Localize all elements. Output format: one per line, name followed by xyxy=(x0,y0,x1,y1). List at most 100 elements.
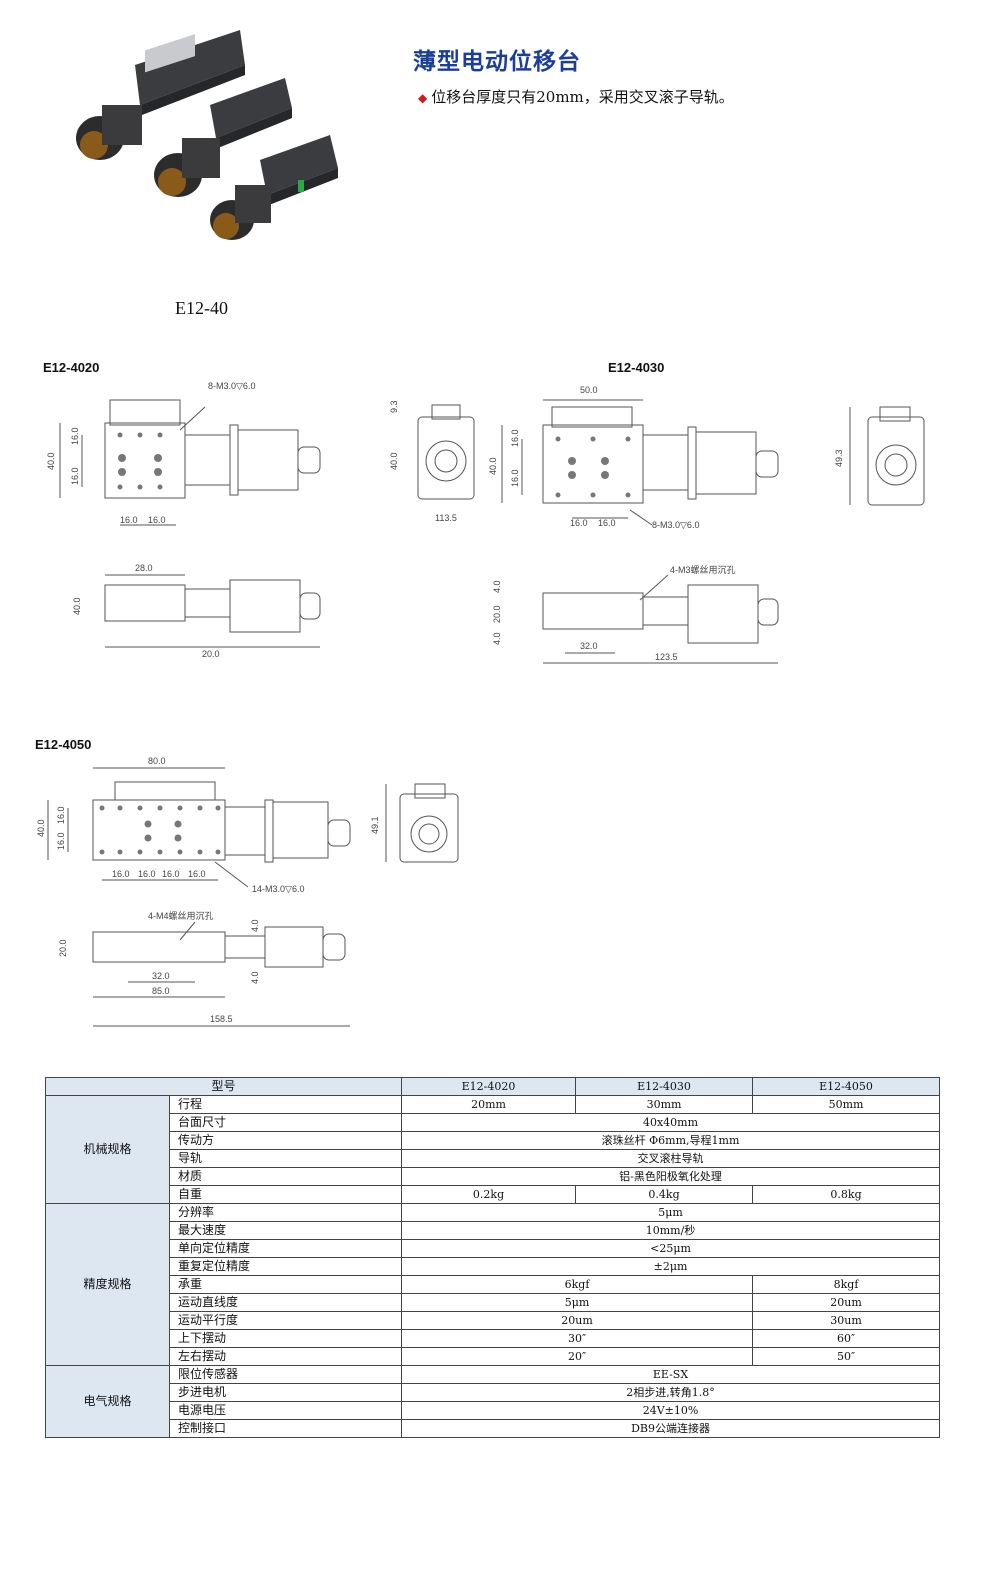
row-label: 运动直线度 xyxy=(168,1293,403,1312)
dim-4050-85: 85.0 xyxy=(152,986,170,996)
row-label: 传动方 xyxy=(168,1131,403,1150)
drawing-e12-4020: 8-M3.0▽6.0 16.0 40.0 16.0 16.0 16.0 28.0… xyxy=(46,381,475,659)
group-label: 精度规格 xyxy=(45,1203,170,1366)
dim-4020-len: 20.0 xyxy=(202,649,220,659)
dim-4050-s20: 20.0 xyxy=(58,939,68,957)
row-value: 20um xyxy=(401,1311,754,1330)
product-image xyxy=(76,30,338,240)
dim-4030-v16a: 16.0 xyxy=(510,429,520,447)
row-value: 30″ xyxy=(401,1329,754,1348)
dim-4050-h16c: 16.0 xyxy=(162,869,180,879)
dim-4030-counterbore: 4-M3螺丝用沉孔 xyxy=(670,564,736,575)
row-label: 电源电压 xyxy=(168,1401,403,1420)
row-value: 24V±10% xyxy=(401,1401,941,1420)
dim-4050-s4b: 4.0 xyxy=(250,971,260,984)
page-title: 薄型电动位移台 xyxy=(413,48,581,75)
table-row: 单向定位精度<25μm xyxy=(46,1239,941,1258)
row-value: <25μm xyxy=(401,1239,941,1258)
row-label: 导轨 xyxy=(168,1149,403,1168)
row-label: 分辨率 xyxy=(168,1203,403,1222)
dim-4030-h16b: 16.0 xyxy=(598,518,616,528)
dim-4050-s4a: 4.0 xyxy=(250,919,260,932)
row-value: 30um xyxy=(752,1311,941,1330)
row-value: 0.8kg xyxy=(752,1185,941,1204)
group-label: 电气规格 xyxy=(45,1365,170,1438)
row-label: 控制接口 xyxy=(168,1419,403,1438)
row-label: 承重 xyxy=(168,1275,403,1294)
row-label: 台面尺寸 xyxy=(168,1113,403,1132)
row-label: 上下摆动 xyxy=(168,1329,403,1348)
dim-4030-s4b: 4.0 xyxy=(492,632,502,645)
dim-4030-len: 123.5 xyxy=(655,652,678,662)
row-value: 50mm xyxy=(752,1095,941,1114)
dim-4050-491: 49.1 xyxy=(370,816,380,834)
dim-4020-v16a: 16.0 xyxy=(70,427,80,445)
dim-4030-s20: 20.0 xyxy=(492,605,502,623)
row-label: 材质 xyxy=(168,1167,403,1186)
dim-4050-counterbore: 4-M4螺丝用沉孔 xyxy=(148,910,214,921)
table-row: 材质铝-黑色阳极氧化处理 xyxy=(46,1167,941,1186)
row-value: 2相步进,转角1.8° xyxy=(401,1383,941,1402)
dim-4050-w80: 80.0 xyxy=(148,756,166,766)
table-row: 重复定位精度±2μm xyxy=(46,1257,941,1276)
dim-4050-h16d: 16.0 xyxy=(188,869,206,879)
stage-small xyxy=(210,135,338,240)
drawing-title-e12-4030: E12-4030 xyxy=(608,360,665,375)
row-label: 单向定位精度 xyxy=(168,1239,403,1258)
row-value: 40x40mm xyxy=(401,1113,941,1132)
feature-text: 位移台厚度只有20mm，采用交叉滚子导轨。 xyxy=(431,88,734,106)
drawing-title-e12-4050: E12-4050 xyxy=(35,737,92,752)
row-value: 5μm xyxy=(401,1203,941,1222)
dim-4050-v16a: 16.0 xyxy=(56,806,66,824)
dim-4050-v16b: 16.0 xyxy=(56,832,66,850)
dim-4020-h16a: 16.0 xyxy=(120,515,138,525)
dim-4030-v16b: 16.0 xyxy=(510,469,520,487)
row-label: 自重 xyxy=(168,1185,403,1204)
table-row: 传动方滚珠丝杆 Φ6mm,导程1mm xyxy=(46,1131,941,1150)
row-value: EE-SX xyxy=(401,1365,941,1384)
header-model-4020: E12-4020 xyxy=(401,1077,577,1096)
row-value: 10mm/秒 xyxy=(401,1221,941,1240)
dim-4020-28: 113.5 xyxy=(435,513,457,523)
row-label: 行程 xyxy=(168,1095,403,1114)
dim-4050-32: 32.0 xyxy=(152,971,170,981)
dim-4030-493: 49.3 xyxy=(834,449,844,467)
dim-4020-h16b: 16.0 xyxy=(148,515,166,525)
stage-large xyxy=(76,30,245,160)
row-label: 限位传感器 xyxy=(168,1365,403,1384)
row-value: ±2μm xyxy=(401,1257,941,1276)
dim-4050-thread: 14-M3.0▽6.0 xyxy=(252,884,304,894)
bullet-dot-icon: ◆ xyxy=(418,91,428,105)
row-value: 60″ xyxy=(752,1329,941,1348)
header-model-4030: E12-4030 xyxy=(575,1077,754,1096)
dim-4030-s4a: 4.0 xyxy=(492,580,502,593)
product-caption: E12-40 xyxy=(175,298,228,318)
dim-4030-h16a: 16.0 xyxy=(570,518,588,528)
dim-4050-len: 158.5 xyxy=(210,1014,233,1024)
row-value: 8kgf xyxy=(752,1275,941,1294)
row-value: 铝-黑色阳极氧化处理 xyxy=(401,1167,941,1186)
row-label: 最大速度 xyxy=(168,1221,403,1240)
row-value: 50″ xyxy=(752,1347,941,1366)
drawing-title-e12-4020: E12-4020 xyxy=(43,360,100,375)
table-row: 导轨交叉滚柱导轨 xyxy=(46,1149,941,1168)
row-value: 20″ xyxy=(401,1347,754,1366)
row-value: 5μm xyxy=(401,1293,754,1312)
dim-4030-w50: 50.0 xyxy=(580,385,598,395)
row-label: 左右摆动 xyxy=(168,1347,403,1366)
row-value: 30mm xyxy=(575,1095,754,1114)
row-value: 滚珠丝杆 Φ6mm,导程1mm xyxy=(401,1131,941,1150)
stage-medium xyxy=(154,78,292,197)
dim-4020-top40: 28.0 xyxy=(135,563,153,573)
dim-4020-thread: 8-M3.0▽6.0 xyxy=(208,381,255,391)
